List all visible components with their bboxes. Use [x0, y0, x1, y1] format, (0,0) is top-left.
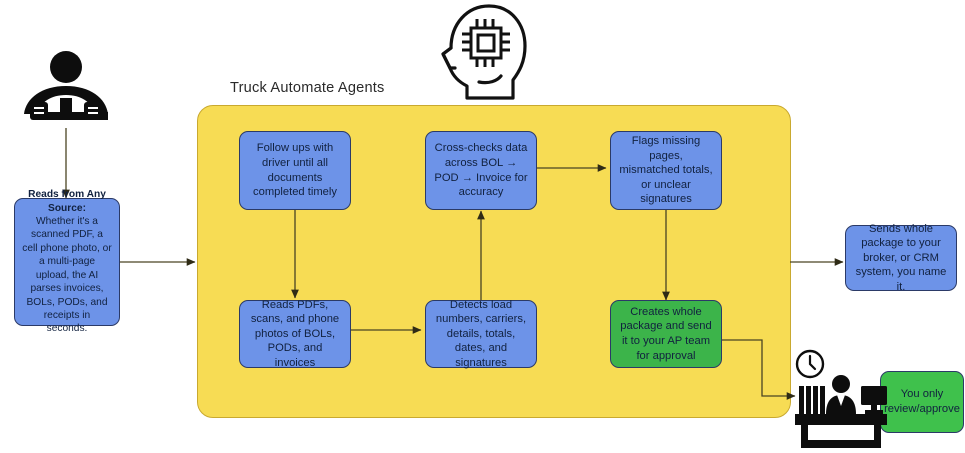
node-detects-label: Detects load numbers, carriers, details,… [435, 298, 527, 369]
truck-driver-icon [18, 50, 114, 128]
node-follow-ups-with-driver[interactable]: Follow ups with driver until all documen… [239, 131, 351, 210]
office-desk-worker-icon [793, 348, 889, 448]
node-source-label-rest: Whether it's a scanned PDF, a cell phone… [22, 216, 112, 335]
node-you-only-review-approve[interactable]: You only review/approve [880, 371, 964, 433]
agents-container-title: Truck Automate Agents [230, 80, 385, 96]
node-flags-label: Flags missing pages, mismatched totals, … [619, 135, 713, 206]
node-source-label-bold: Reads from Any Source: [28, 189, 106, 214]
node-cross-checks-data[interactable]: Cross-checks data across BOL → POD → Inv… [425, 131, 537, 210]
node-source-text: Reads from Any Source: Whether it's a sc… [22, 188, 112, 335]
node-creates-whole-package[interactable]: Creates whole package and send it to you… [610, 300, 722, 368]
node-review-label: You only review/approve [884, 388, 960, 415]
node-detects-load-numbers[interactable]: Detects load numbers, carriers, details,… [425, 298, 537, 369]
node-flags-missing-pages[interactable]: Flags missing pages, mismatched totals, … [610, 131, 722, 210]
clock-icon [795, 349, 825, 379]
node-reads-label: Reads PDFs, scans, and phone photos of B… [250, 298, 340, 369]
node-reads-from-any-source[interactable]: Reads from Any Source: Whether it's a sc… [14, 189, 120, 334]
ai-brain-chip-head-icon [437, 2, 533, 106]
node-sends-whole-package[interactable]: Sends whole package to your broker, or C… [845, 223, 957, 293]
node-creates-label: Creates whole package and send it to you… [620, 305, 712, 362]
node-reads-pdfs-scans[interactable]: Reads PDFs, scans, and phone photos of B… [239, 298, 351, 369]
node-follow-ups-label: Follow ups with driver until all documen… [253, 142, 337, 199]
node-sends-label: Sends whole package to your broker, or C… [855, 222, 947, 293]
node-cross-checks-label: Cross-checks data across BOL → POD → Inv… [434, 142, 528, 199]
